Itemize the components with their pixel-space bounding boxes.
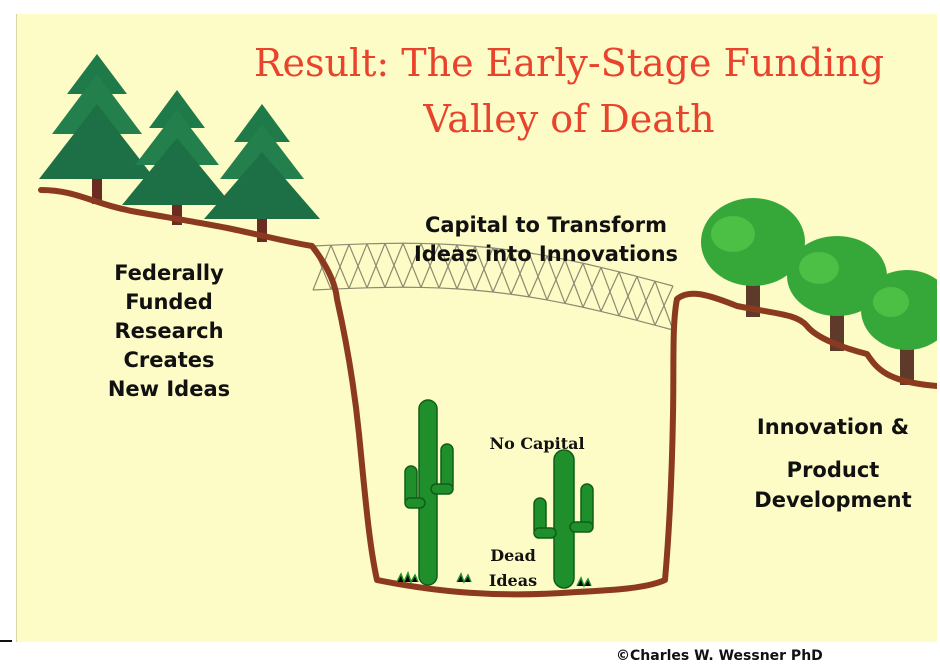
pine-tree-1 bbox=[39, 54, 155, 204]
dead-ideas-label-1: Dead bbox=[473, 546, 553, 565]
bridge-label-line: Capital to Transform bbox=[375, 211, 717, 240]
bridge-label-line: Ideas into Innovations bbox=[375, 240, 717, 269]
copyright-credit: ©Charles W. Wessner PhD bbox=[616, 648, 823, 664]
pine-tree-2 bbox=[122, 90, 232, 225]
left-label-line: Creates bbox=[89, 346, 249, 375]
cactus-1 bbox=[405, 400, 453, 585]
title-line-2: Valley of Death bbox=[249, 100, 889, 138]
federal-research-label: Federally Funded Research Creates New Id… bbox=[89, 259, 249, 404]
innovation-label: Innovation & bbox=[733, 415, 933, 439]
left-label-line: Federally bbox=[89, 259, 249, 288]
product-label: Product bbox=[733, 458, 933, 482]
left-label-line: Funded bbox=[89, 288, 249, 317]
round-tree-3 bbox=[861, 270, 937, 385]
title-line-1: Result: The Early-Stage Funding bbox=[249, 44, 889, 82]
slide: Result: The Early-Stage Funding Valley o… bbox=[16, 14, 937, 642]
development-label: Development bbox=[733, 488, 933, 512]
left-label-line: Research bbox=[89, 317, 249, 346]
bridge-label: Capital to Transform Ideas into Innovati… bbox=[375, 211, 717, 269]
left-label-line: New Ideas bbox=[89, 375, 249, 404]
slide-edge-line bbox=[0, 640, 12, 642]
no-capital-label: No Capital bbox=[477, 434, 597, 453]
cactus-2 bbox=[534, 450, 593, 588]
dead-ideas-label-2: Ideas bbox=[473, 571, 553, 590]
